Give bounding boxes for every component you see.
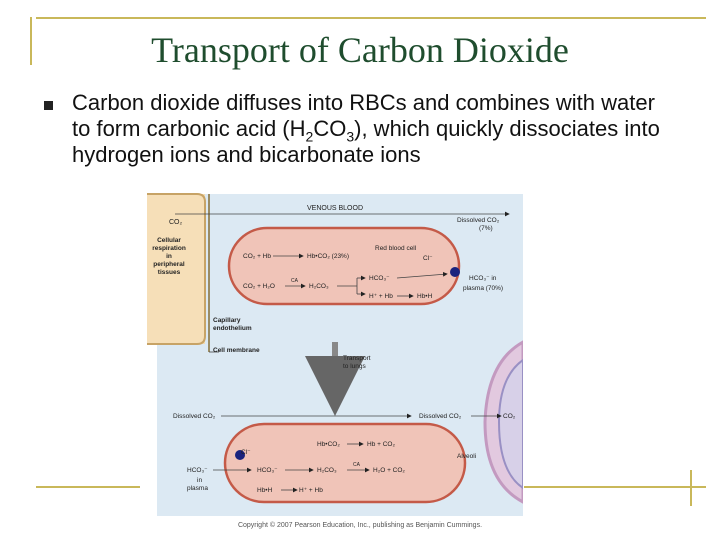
- copyright-notice: Copyright © 2007 Pearson Education, Inc.…: [237, 522, 483, 529]
- eq-hbco2-bottom: Hb•CO₂: [317, 441, 340, 448]
- slide-title: Transport of Carbon Dioxide: [151, 30, 569, 70]
- hco3-plasma-pct: plasma (70%): [463, 285, 503, 292]
- hbh-bottom: Hb•H: [257, 487, 273, 494]
- cell-membrane-label: Cell membrane: [213, 347, 260, 354]
- in-plasma-line2: plasma: [187, 485, 208, 492]
- dissolved-co2-right: Dissolved CO₂: [419, 413, 462, 420]
- ca-label-top: CA: [291, 278, 299, 284]
- red-blood-cell-top: [227, 226, 461, 306]
- cl-minus-top: Cl⁻: [423, 255, 433, 262]
- cl-minus-bottom: Cl⁻: [241, 449, 251, 456]
- frame-left-line: [30, 17, 32, 65]
- cell-resp-line2: respiration: [152, 245, 186, 252]
- rbc-label: Red blood cell: [375, 245, 417, 252]
- dissolved-pct-label: (7%): [479, 225, 493, 232]
- co2-transport-diagram: VENOUS BLOOD CO₂ Cellular respiration in…: [147, 192, 525, 518]
- venous-blood-label: VENOUS BLOOD: [307, 205, 363, 212]
- h-hb-bottom: H⁺ + Hb: [299, 487, 323, 494]
- frame-bottom-line-left: [36, 486, 140, 488]
- cell-resp-line5: tissues: [158, 269, 181, 276]
- hco3-top: HCO₃⁻: [369, 275, 390, 282]
- dissolved-co2-left: Dissolved CO₂: [173, 413, 216, 420]
- bullet-text: Carbon dioxide diffuses into RBCs and co…: [72, 90, 660, 167]
- hbh-top: Hb•H: [417, 293, 433, 300]
- cell-resp-line3: in: [166, 253, 172, 260]
- co2-alveolar: CO₂: [503, 413, 516, 420]
- red-blood-cell-bottom: [223, 422, 467, 504]
- ca-label-bottom: CA: [353, 462, 361, 468]
- eq-co2-h2o: CO₂ + H₂O: [243, 283, 275, 290]
- transport-line2: to lungs: [343, 363, 367, 370]
- dissolved-co2-top-label: Dissolved CO₂: [457, 217, 500, 224]
- bullet-marker: [44, 101, 53, 110]
- transport-line1: Transport: [343, 355, 371, 362]
- frame-bottom-line-right: [524, 486, 706, 488]
- frame-top-line: [36, 17, 706, 19]
- cell-resp-line4: peripheral: [153, 261, 185, 268]
- cell-resp-line1: Cellular: [157, 237, 181, 244]
- in-plasma-line1: in: [197, 477, 202, 484]
- frame-right-line: [690, 470, 692, 506]
- h2o-co2-bottom: H₂O + CO₂: [373, 467, 405, 474]
- chloride-shift-transporter: [450, 267, 460, 277]
- eq-hbco2: Hb•CO₂ (23%): [307, 253, 349, 260]
- h2co3-top: H₂CO₃: [309, 283, 329, 290]
- hco3-plasma-label: HCO₃⁻ in: [469, 275, 497, 282]
- eq-hb-co2-bottom: Hb + CO₂: [367, 441, 395, 448]
- alveoli-label: Alveoli: [457, 453, 476, 460]
- hco3-bottom: HCO₃⁻: [257, 467, 278, 474]
- hco3-bottom-left: HCO₃⁻: [187, 467, 208, 474]
- co2-transport-figure: VENOUS BLOOD CO₂ Cellular respiration in…: [147, 192, 525, 523]
- h-hb-top: H⁺ + Hb: [369, 293, 393, 300]
- capillary-endo-line1: Capillary: [213, 317, 241, 324]
- capillary-endo-line2: endothelium: [213, 325, 252, 332]
- co2-tissue-label: CO₂: [169, 219, 183, 226]
- h2co3-bottom: H₂CO₃: [317, 467, 337, 474]
- eq-co2-hb: CO₂ + Hb: [243, 253, 271, 260]
- chloride-shift-transporter-bottom: [235, 450, 245, 460]
